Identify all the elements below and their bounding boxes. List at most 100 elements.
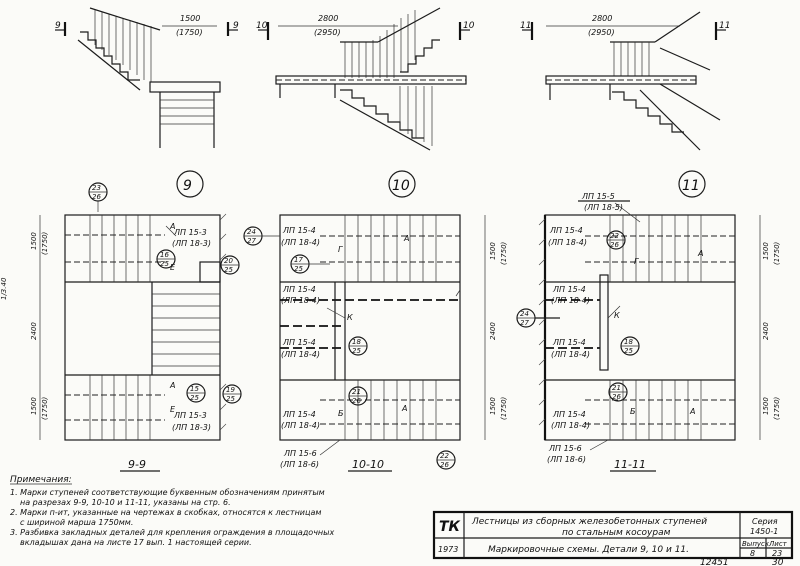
section-11-dim: 2800 [592,14,612,23]
svg-text:ЛП 15-6: ЛП 15-6 [283,449,317,458]
svg-text:22: 22 [610,232,619,240]
svg-text:ЛП 15-5: ЛП 15-5 [581,192,615,201]
svg-text:26: 26 [610,241,619,249]
svg-text:19: 19 [226,386,235,394]
svg-text:(1750): (1750) [41,396,49,420]
section-11-railing [610,11,711,76]
svg-text:Б: Б [338,409,344,418]
plan-11-circle-label: 11 [682,178,700,194]
section-10: 10 10 2800 (2950) [256,7,475,151]
svg-text:2. Марки п-ит, указанные на че: 2. Марки п-ит, указанные на чертежах в с… [10,508,321,517]
plan-11-outline [544,214,736,441]
stamp-title-1: Лестницы из сборных железобетонных ступе… [471,517,707,527]
plan-9-caption: 9-9 [128,458,146,471]
svg-text:Серия: Серия [752,517,778,526]
svg-text:с шириной марша 1750мм.: с шириной марша 1750мм. [20,518,133,527]
section-10-mark-right: 10 [463,21,475,31]
svg-text:К: К [347,313,353,322]
section-9-dim: 1500 [180,14,200,23]
svg-text:2400: 2400 [30,322,38,340]
svg-text:18: 18 [624,338,633,346]
svg-text:Е: Е [170,263,176,272]
svg-text:(ЛП 18-4): (ЛП 18-4) [281,350,320,359]
svg-text:15: 15 [190,385,199,393]
plan-9-circle-label: 9 [183,178,192,194]
svg-text:18: 18 [352,338,361,346]
svg-text:(ЛП 18-3): (ЛП 18-3) [172,423,211,432]
notes: Примечания: 1. Марки ступеней соответств… [10,475,334,547]
section-9-mark-right: 9 [233,21,239,31]
plan-11-stringer [599,274,609,371]
svg-text:(ЛП 18-4): (ЛП 18-4) [281,238,320,247]
svg-text:(1750): (1750) [773,396,781,420]
stamp-title-2: по стальным косоурам [562,528,671,538]
svg-text:(ЛП 18-4): (ЛП 18-4) [551,296,590,305]
svg-text:2400: 2400 [762,322,770,340]
svg-text:17: 17 [294,256,303,264]
plan-11-top-flight [585,215,735,282]
svg-text:26: 26 [440,461,449,469]
svg-text:25: 25 [352,347,361,355]
section-11-mark-right: 11 [719,21,730,31]
svg-text:(ЛП 18-4): (ЛП 18-4) [551,350,590,359]
section-10-dim: 2800 [318,14,338,23]
svg-text:1. Марки ступеней соответствую: 1. Марки ступеней соответствующие буквен… [10,488,325,497]
svg-text:25: 25 [190,394,199,402]
stamp-code: ТК [439,519,461,535]
svg-text:А: А [403,234,409,243]
svg-text:1500: 1500 [762,397,770,415]
svg-text:2400: 2400 [489,322,497,340]
svg-text:26: 26 [612,393,621,401]
svg-text:21: 21 [352,388,361,396]
svg-text:К: К [614,311,620,320]
svg-text:вкладышах дана на листе 17 вып: вкладышах дана на листе 17 вып. 1 настоя… [20,538,252,547]
plan-10: 10 [243,170,508,472]
svg-text:ЛП 15-4: ЛП 15-4 [552,410,586,419]
svg-text:23: 23 [772,549,782,558]
svg-text:А: А [401,404,407,413]
svg-text:(1750): (1750) [41,231,49,255]
title-block: ТК 1973 Лестницы из сборных железобетонн… [432,510,794,560]
svg-text:(ЛП 18-6): (ЛП 18-6) [547,455,586,464]
svg-text:Е: Е [170,405,176,414]
svg-text:ЛП 15-4: ЛП 15-4 [282,410,316,419]
plan-11-circle [678,170,706,198]
svg-text:22: 22 [440,452,449,460]
svg-text:25: 25 [224,266,233,274]
svg-text:ЛП 15-3: ЛП 15-3 [173,411,207,420]
section-9-landing [149,81,221,93]
svg-text:А: А [169,381,175,390]
svg-text:ЛП 15-4: ЛП 15-4 [282,338,316,347]
section-10-mark-left: 10 [256,21,268,31]
svg-text:(ЛП 18-3): (ЛП 18-3) [172,239,211,248]
section-10-stair-down [340,89,424,139]
svg-text:Г: Г [634,257,639,266]
svg-text:1500: 1500 [30,232,38,250]
section-9-railing [89,7,161,82]
section-9-dim-alt: (1750) [176,28,203,37]
section-9-stair [80,31,140,81]
svg-text:Г: Г [338,245,343,254]
plan-9-outline [64,214,221,441]
plan-10-circle [388,170,416,198]
svg-text:(1750): (1750) [500,241,508,265]
section-10-dim-alt: (2950) [314,28,341,37]
svg-text:1450-1: 1450-1 [750,527,778,536]
svg-text:8: 8 [750,549,755,558]
section-10-railing-lower [399,86,433,146]
plan-11: 11 [516,170,781,472]
svg-text:(ЛП 18-4): (ЛП 18-4) [281,296,320,305]
svg-text:1500: 1500 [762,242,770,260]
section-10-railing [340,7,441,78]
svg-text:ЛП 15-4: ЛП 15-4 [552,285,586,294]
svg-text:Лист: Лист [768,540,788,548]
svg-text:24: 24 [247,228,256,236]
plan-10-caption: 10-10 [352,458,384,471]
svg-text:26: 26 [352,397,361,405]
plan-11-bottom-flight [585,380,735,440]
svg-text:3. Разбивка закладных деталей: 3. Разбивка закладных деталей для крепле… [10,528,334,537]
svg-text:ЛП 15-4: ЛП 15-4 [282,285,316,294]
svg-text:ЛП 15-6: ЛП 15-6 [548,444,582,453]
svg-text:(ЛП 18-6): (ЛП 18-6) [280,460,319,469]
